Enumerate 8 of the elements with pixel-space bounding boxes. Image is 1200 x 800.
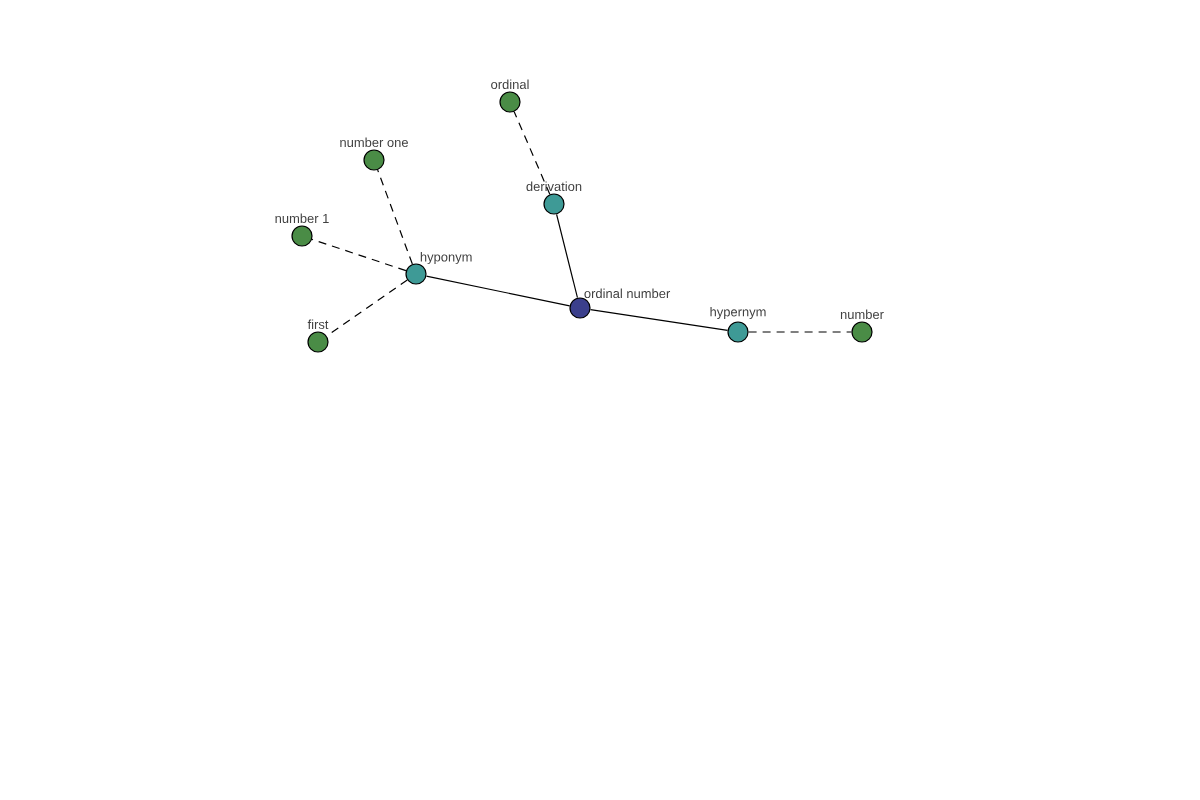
connector-line xyxy=(377,169,413,265)
connector-line xyxy=(513,111,551,195)
connector-line xyxy=(589,309,729,332)
connector-line xyxy=(326,279,408,337)
connector-line xyxy=(311,238,407,272)
connector-line xyxy=(425,275,571,307)
connector-line xyxy=(556,213,579,299)
connector-line xyxy=(748,331,852,333)
